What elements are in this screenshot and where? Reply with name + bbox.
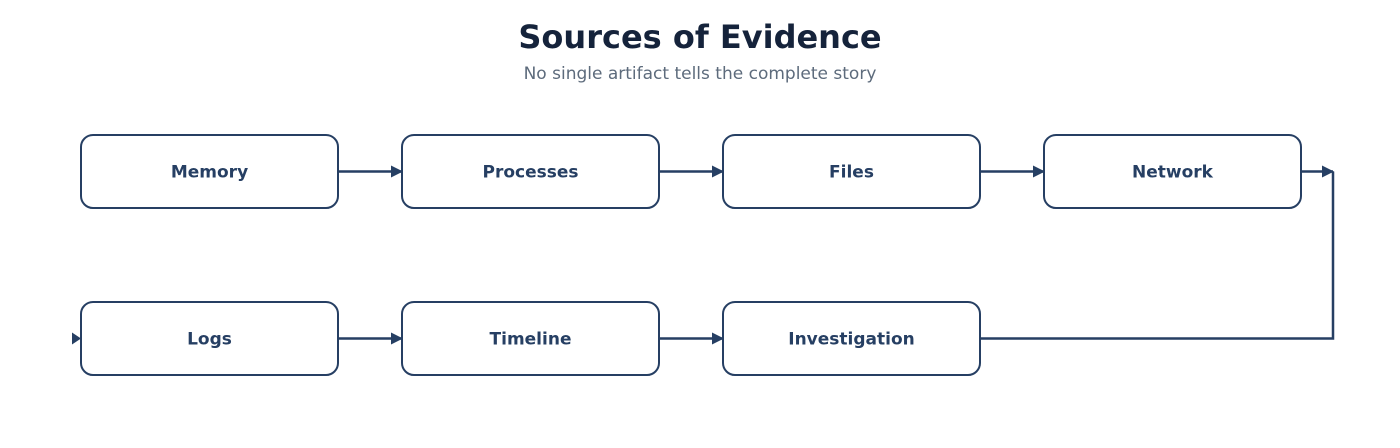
node-box <box>401 134 660 209</box>
node-label: Timeline <box>490 330 572 350</box>
node-logs: Logs <box>80 301 339 376</box>
node-memory: Memory <box>80 134 339 209</box>
node-box <box>722 301 981 376</box>
edge-network-to-logs-connector <box>980 171 1335 340</box>
node-timeline: Timeline <box>401 301 660 376</box>
node-network: Network <box>1043 134 1302 209</box>
node-label: Logs <box>187 330 232 350</box>
node-box <box>1043 134 1302 209</box>
edge-network-to-logs-entry-arrow <box>72 332 81 345</box>
node-box <box>401 301 660 376</box>
diagram-subtitle: No single artifact tells the complete st… <box>523 64 877 84</box>
edges-layer <box>72 165 1335 345</box>
node-label: Processes <box>482 163 578 183</box>
diagram-title: Sources of Evidence <box>518 18 882 56</box>
node-label: Network <box>1132 163 1214 183</box>
node-files: Files <box>722 134 981 209</box>
node-box <box>80 134 339 209</box>
node-box <box>80 301 339 376</box>
node-label: Memory <box>171 163 248 183</box>
node-box <box>722 134 981 209</box>
node-investigation: Investigation <box>722 301 981 376</box>
node-label: Investigation <box>788 330 915 350</box>
node-label: Files <box>829 163 874 183</box>
node-processes: Processes <box>401 134 660 209</box>
